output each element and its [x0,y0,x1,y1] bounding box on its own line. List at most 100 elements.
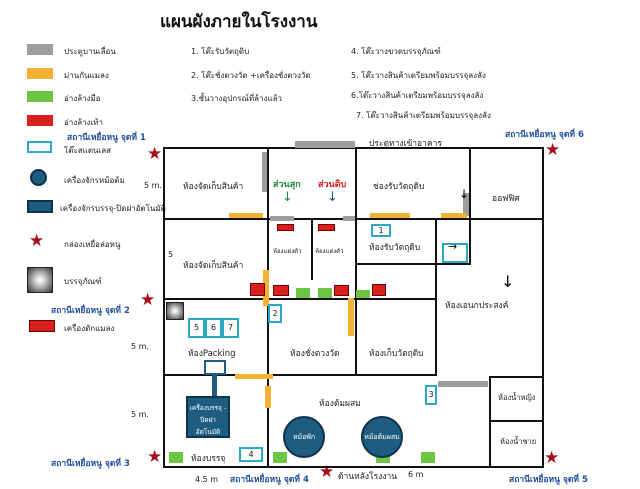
rear-label: ด้านหลังโรงงาน [338,472,398,482]
room-weighing: ห้องชั่งตวงวัด [290,349,340,359]
note-item: 5. โต๊ะวางสินค้าเตรียมพร้อมบรรจุลงลัง [351,71,486,80]
legend-label: เครื่องจักรหม้อต้ม [64,176,125,185]
insect-curtain [441,213,467,218]
sliding-door-entrance [295,141,355,148]
wall [311,218,313,280]
room-receive: ห้องรับวัตถุดิบ [369,243,421,253]
wall [163,466,544,468]
dimension-label: 6 m [408,470,424,479]
insect-curtain [229,213,263,218]
steel-table-7: 7 [222,318,239,338]
note-item: 6.โต๊ะวางสินค้าเตรียมพร้อมบรรจุลงลัง [351,91,484,100]
insect-curtain [348,298,354,336]
arrow-down-icon: ↓ [459,187,470,201]
dimension-label: 5 m. [131,410,149,419]
package-icon [166,302,184,320]
wall [435,218,437,374]
legend-label: เครื่องจักรบรรจุ-ปิดฝาอัตโนมัติ [60,204,166,213]
arrow-down-icon: ↓ [282,190,293,205]
room-dressing-1: ห้องแต่งตัว [273,248,302,255]
legend-label: เครื่องดักแมลง [64,324,115,333]
room-receive-passage: ช่องรับวัตถุดิบ [373,182,425,192]
wall [469,149,471,265]
room-multipurpose: ห้องเอนกประสงค์ [445,301,509,311]
page-title: แผนผังภายในโรงงาน [160,12,318,32]
dimension-label: 5 [168,250,174,259]
legend-label: บรรจุภัณฑ์ [64,277,102,286]
steel-table-5: 5 [188,318,205,338]
wall [163,147,165,467]
steel-table-2: 2 [268,304,282,323]
sliding-door [262,152,267,192]
legend-swatch-steel-table [27,141,52,153]
wall [163,218,267,220]
foot-bath [318,224,335,231]
wall [542,147,544,468]
legend-swatch-foot-bath [27,115,53,126]
steel-table-6: 6 [205,318,222,338]
wall [163,374,437,376]
legend-label: โต๊ะสแตนเลส [64,146,112,155]
steel-table-1: 1 [371,224,391,237]
wall [355,218,470,220]
filling-machine-pipe [212,373,217,397]
bait-station-star-5: ★ [544,448,560,468]
bait-station-label-4: สถานีเหยื่อหนู จุดที่ 4 [230,475,309,485]
sliding-door [343,216,355,221]
wall [489,376,542,378]
boiler-rest: หม้อพัก [283,416,325,458]
bait-station-label-2: สถานีเหยื่อหนู จุดที่ 2 [51,306,130,316]
hand-sink [296,288,310,298]
foot-bath [372,284,386,296]
legend-label: กล่องเหยื่อล่อหนู [64,240,121,249]
arrow-down-icon: ↓ [327,190,338,205]
room-goods-store-2: ห้องจัดเก็บสินค้า [183,261,244,271]
legend-swatch-sliding-door [27,44,53,55]
wall [163,298,267,300]
foot-bath [273,285,289,296]
wall [355,149,357,374]
steel-table-4: 4 [239,447,263,462]
bait-station-star-3: ★ [147,447,163,467]
bait-station-label-6: สถานีเหยื่อหนู จุดที่ 6 [505,130,584,140]
room-filling: ห้องบรรจุ [191,454,226,464]
package-icon [27,267,53,293]
wall [469,218,543,220]
bait-station-star-2: ★ [140,290,156,310]
steel-table [442,243,468,263]
legend-label: ประตูบานเลื่อน [64,47,116,56]
dimension-label: 5 m. [144,181,162,190]
bait-station-label-3: สถานีเหยื่อหนู จุดที่ 3 [51,459,130,469]
room-women-wc: ห้องน้ำหญิง [498,393,536,402]
room-mixing: ห้องต้มผสม [319,399,361,409]
dimension-label: 5 m. [131,342,149,351]
hand-sink [356,290,370,298]
insect-curtain [370,213,410,218]
hand-sink [273,452,287,463]
room-goods-store-1: ห้องจัดเก็บสินค้า [183,182,244,192]
arrow-down-icon: ↓ [501,272,515,291]
hand-sink [318,288,332,298]
wall [355,263,470,265]
foot-bath [250,283,265,296]
legend-swatch-insect-curtain [27,68,53,79]
legend-label: ม่านกันแมลง [64,71,109,80]
insect-curtain [235,374,273,379]
boiler-icon [30,169,47,186]
note-item: 1. โต๊ะรับวัตถุดิบ [191,47,250,56]
bait-station-star-6: ★ [545,140,561,160]
bait-station-label-5: สถานีเหยื่อหนู จุดที่ 5 [509,475,588,485]
foot-bath [277,224,294,231]
bait-station-label-1: สถานีเหยื่อหนู จุดที่ 1 [67,133,146,143]
room-men-wc: ห้องน้ำชาย [500,437,537,446]
insect-curtain [263,270,269,306]
filling-machine: เครื่องบรรจุ - ปิดฝาอัตโนมัติ [186,396,230,438]
room-raw-store: ห้องเก็บวัตถุดิบ [369,349,424,359]
room-dressing-2: ห้องแต่งตัว [315,248,344,255]
steel-table-3: 3 [425,385,437,405]
note-item: 4. โต๊ะวางขวดบรรจุภัณฑ์ [351,47,441,56]
cooked-section-label: ส่วนสุก [273,180,301,190]
star-icon: ★ [29,231,45,251]
insect-trap-icon [29,320,55,332]
note-item: 2. โต๊ะชั่งตวงวัด +เครื่องชั่งตวงวัด [191,71,311,80]
